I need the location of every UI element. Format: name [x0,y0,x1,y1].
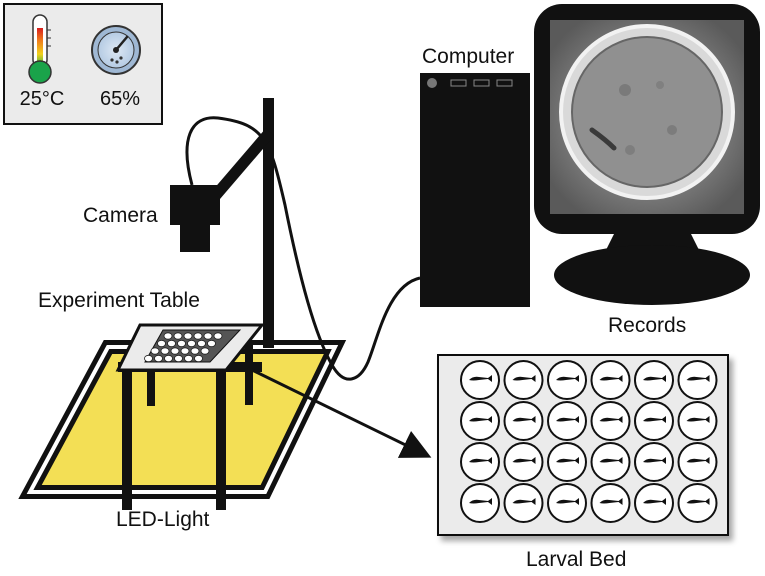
experiment-table-label: Experiment Table [38,289,200,312]
mini-well [150,347,160,355]
larva-icon [686,457,710,464]
hygrometer-gauge-icon [91,25,141,75]
larva-icon [599,457,623,464]
mini-well [173,332,183,340]
mini-well [197,339,206,348]
mini-well [187,339,196,348]
larval-bed [437,354,729,536]
camera-stand [206,98,274,348]
larval-well [547,401,587,441]
mini-well [203,332,213,340]
larva-icon [643,457,666,464]
petri-dish-recording [559,24,735,200]
larva-icon [556,416,579,423]
mini-well [170,347,180,355]
led-light-platform [18,340,347,499]
larva-icon [556,498,579,505]
mini-well [164,354,173,363]
larval-well [503,442,544,482]
mini-well [154,354,163,363]
led-light-label: LED-Light [116,508,210,531]
larval-well [677,483,718,523]
mini-well [194,354,203,363]
larval-well [590,483,631,523]
camera-icon [170,185,220,252]
larval-well [503,483,544,523]
mini-well [207,339,216,348]
larva-icon [512,498,536,505]
larva-icon [643,416,666,423]
larval-well [460,401,500,441]
mini-wells [144,332,223,363]
experiment-table [115,323,266,510]
larva-icon [643,375,666,382]
zoom-arrow [247,366,432,458]
camera-cable [185,116,421,381]
temperature-value: 25°C [20,88,65,110]
larva-icon [599,375,623,382]
larval-well [634,401,674,441]
mini-well [213,332,223,340]
computer-tower [420,73,530,307]
mini-well [144,354,153,363]
larva-icon [512,416,536,423]
larva-icon [556,375,579,382]
larva-icon [599,416,623,423]
larval-well [460,442,500,482]
larval-well [503,401,544,441]
mini-well [184,354,193,363]
larva-icon [469,416,492,423]
larva-icon [686,498,710,505]
mini-well [160,347,170,355]
mini-well [193,332,203,340]
mini-well [200,347,210,355]
larval-well [590,401,631,441]
monitor [534,4,760,305]
larva-icon [469,498,492,505]
larva-icon [643,498,666,505]
larval-well [677,360,718,400]
larval-well [677,442,718,482]
larva-icon [556,457,579,464]
records-label: Records [608,314,686,337]
larva-icon [469,457,492,464]
larval-well [460,360,500,400]
mini-well [157,339,166,348]
larval-well [634,442,674,482]
mini-well [163,332,173,340]
mini-well [177,339,186,348]
mini-well [190,347,200,355]
larva-icon [686,416,710,423]
larval-well [547,483,587,523]
larval-well [590,360,631,400]
mini-well [167,339,176,348]
larval-well [547,442,587,482]
mini-well [183,332,193,340]
thermometer-icon [28,14,52,84]
larva-icon [599,498,623,505]
larval-well [590,442,631,482]
larva-icon [469,375,492,382]
larva-icon [512,375,536,382]
larval-well [677,401,718,441]
larval-well [547,360,587,400]
larval-well [634,360,674,400]
camera-label: Camera [83,204,158,227]
larva-icon [686,375,710,382]
humidity-value: 65% [100,88,140,110]
mini-well [174,354,183,363]
larval-well [503,360,544,400]
larval-bed-wells [460,360,718,523]
mini-well [180,347,190,355]
larval-well [634,483,674,523]
larval-bed-label: Larval Bed [526,548,626,571]
larval-well [460,483,500,523]
computer-label: Computer [422,45,514,68]
table-well-plate [144,329,242,363]
environment-panel: 25°C 65% [3,3,163,125]
larva-icon [512,457,536,464]
